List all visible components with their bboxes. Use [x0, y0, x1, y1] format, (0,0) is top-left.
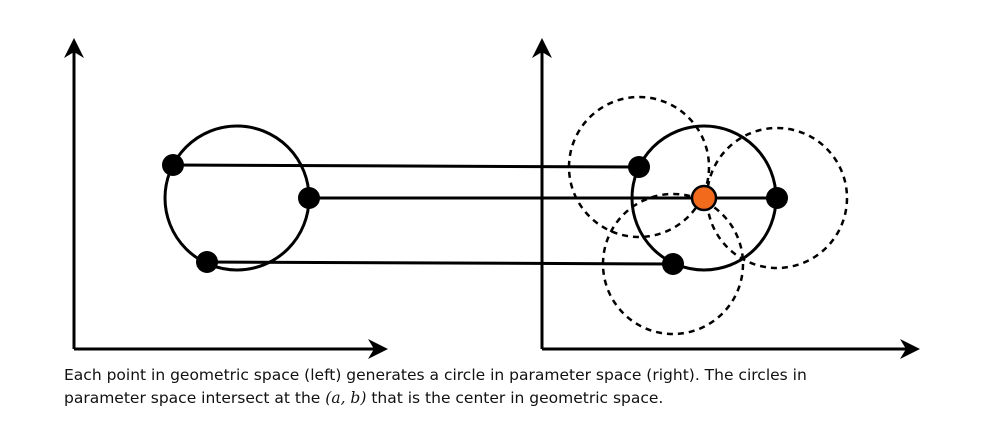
geometric-point-top	[162, 154, 184, 176]
figure-caption: Each point in geometric space (left) gen…	[64, 364, 944, 410]
geometric-circle	[163, 124, 311, 272]
parameter-point-bottom	[662, 253, 684, 275]
caption-line-2: parameter space intersect at the (a, b) …	[64, 387, 944, 410]
parameter-space-dashed-circles	[567, 95, 849, 336]
dashed-circle-top-left	[567, 95, 711, 239]
parameter-points	[628, 156, 788, 275]
dashed-circle-bottom	[601, 192, 745, 336]
hough-transform-diagram	[64, 38, 920, 359]
geometric-space-axes	[64, 38, 388, 359]
intersection-center-point	[690, 184, 718, 212]
caption-line-2-start: parameter space intersect at the	[64, 389, 326, 407]
geometric-point-right	[298, 187, 320, 209]
geometric-point-bottom	[196, 251, 218, 273]
caption-line-2-end: that is the center in geometric space.	[366, 389, 664, 407]
parameter-point-right	[766, 187, 788, 209]
mapping-lines	[172, 163, 777, 266]
dashed-circle-right	[705, 126, 849, 270]
parameter-point-top	[628, 156, 650, 178]
mapping-line-top	[172, 163, 640, 169]
geometric-points	[162, 154, 320, 273]
mapping-line-bottom	[206, 260, 674, 266]
caption-line-1: Each point in geometric space (left) gen…	[64, 366, 807, 384]
parameter-space-axes	[532, 38, 920, 359]
caption-math-ab: (a, b)	[325, 389, 367, 407]
